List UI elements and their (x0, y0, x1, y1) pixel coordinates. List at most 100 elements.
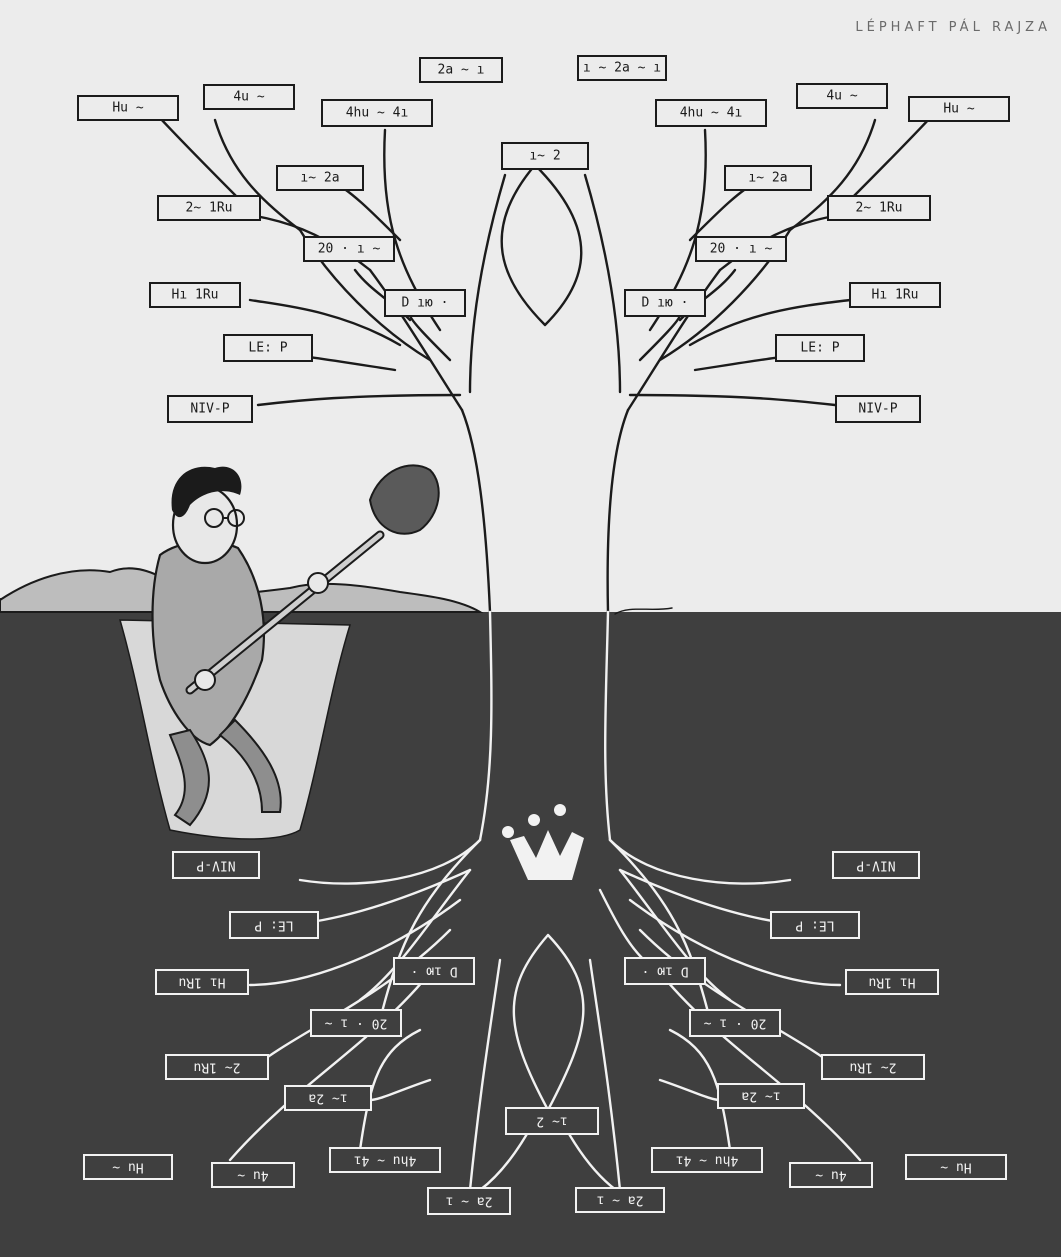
root-label-box: ı~ 2 (505, 1107, 599, 1135)
root-label-box: 4u ~ (789, 1162, 873, 1188)
canopy-label-text: 4u ~ (233, 90, 264, 105)
root-label-text: 4hu ~ 4ı (354, 1153, 417, 1168)
canopy-label-text: Hu ~ (112, 101, 143, 116)
canopy-label-box: 4hu ~ 4ı (321, 99, 433, 127)
root-label-text: Hı 1Ru (869, 975, 916, 990)
canopy-label-frame (695, 236, 787, 262)
canopy-label-box: ı ~ 2a ~ ı (577, 55, 667, 81)
canopy-label-text: Hı 1Ru (172, 288, 219, 303)
canopy-label-text: 4u ~ (826, 89, 857, 104)
canopy-label-frame (303, 236, 395, 262)
canopy-label-text: D ıю · (402, 296, 449, 311)
root-label-text: 4u ~ (237, 1168, 268, 1183)
canopy-label-frame (77, 95, 179, 121)
root-label-frame (211, 1162, 295, 1188)
root-label-box: 2~ 1Ru (165, 1054, 269, 1080)
canopy-label-text: LE: P (248, 341, 287, 356)
root-label-frame (689, 1009, 781, 1037)
root-label-frame (393, 957, 475, 985)
canopy-label-text: ı ~ 2a ~ ı (583, 61, 661, 76)
root-label-box: 20 · ı ~ (310, 1009, 402, 1037)
root-label-text: ı~ 2a (741, 1089, 780, 1104)
canopy-label-box: Hı 1Ru (149, 282, 241, 308)
canopy-label-text: LE: P (800, 341, 839, 356)
canopy-label-frame (276, 165, 364, 191)
canopy-label-text: 20 · ı ~ (710, 242, 773, 257)
canopy-label-box: 4u ~ (203, 84, 295, 110)
root-label-text: LE: P (795, 918, 834, 933)
canopy-label-frame (321, 99, 433, 127)
canopy-label-box: ı~ 2 (501, 142, 589, 170)
canopy-label-text: NIV-P (190, 402, 229, 417)
root-label-frame (165, 1054, 269, 1080)
canopy-label-box: NIV-P (835, 395, 921, 423)
canopy-label-frame (501, 142, 589, 170)
canopy-label-box: 20 · ı ~ (695, 236, 787, 262)
canopy-label-box: LE: P (775, 334, 865, 362)
root-label-box: 2a ~ ı (575, 1187, 665, 1213)
root-label-box: LE: P (770, 911, 860, 939)
root-branches (228, 610, 862, 1192)
canopy-label-text: Hı 1Ru (872, 288, 919, 303)
canopy-label-box: 2a ~ ı (419, 57, 503, 83)
root-label-text: Hu ~ (940, 1160, 971, 1175)
canopy-label-text: D ıю · (642, 296, 689, 311)
canopy-label-text: ı~ 2a (748, 171, 787, 186)
canopy-label-frame (157, 195, 261, 221)
root-label-frame (624, 957, 706, 985)
root-label-frame (172, 851, 260, 879)
root-label-text: 20 · ı ~ (704, 1016, 767, 1031)
canopy-label-box: LE: P (223, 334, 313, 362)
root-label-box: Hı 1Ru (845, 969, 939, 995)
canopy-label-text: ı~ 2a (300, 171, 339, 186)
root-label-text: 20 · ı ~ (325, 1016, 388, 1031)
root-label-text: Hı 1Ru (179, 975, 226, 990)
root-label-frame (651, 1147, 763, 1173)
figure-legs (168, 718, 282, 827)
root-label-frame (717, 1083, 805, 1109)
root-label-text: ı~ 2 (536, 1114, 567, 1129)
root-label-box: D ıю · (393, 957, 475, 985)
root-label-box: NIV-P (172, 851, 260, 879)
canopy-label-frame (835, 395, 921, 423)
root-label-text: 2a ~ ı (446, 1194, 493, 1209)
root-label-box: Hu ~ (83, 1154, 173, 1180)
root-label-box: ı~ 2a (717, 1083, 805, 1109)
root-label-box: Hu ~ (905, 1154, 1007, 1180)
root-label-box: NIV-P (832, 851, 920, 879)
canopy-label-box: NIV-P (167, 395, 253, 423)
canopy-label-frame (577, 55, 667, 81)
canopy-label-frame (167, 395, 253, 423)
canopy-label-frame (724, 165, 812, 191)
root-label-box: ı~ 2a (284, 1085, 372, 1111)
canopy-label-frame (223, 334, 313, 362)
artist-credit: LÉPHAFT PÁL RAJZA (855, 20, 1051, 35)
root-label-box: D ıю · (624, 957, 706, 985)
figure-hair (171, 466, 242, 518)
root-label-frame (229, 911, 319, 939)
root-label-frame (575, 1187, 665, 1213)
canopy-label-frame (655, 99, 767, 127)
canopy-label-box: 20 · ı ~ (303, 236, 395, 262)
canopy-label-box: D ıю · (384, 289, 466, 317)
root-label-frame (845, 969, 939, 995)
canopy-label-text: 20 · ı ~ (318, 242, 381, 257)
canopy-label-box: Hu ~ (77, 95, 179, 121)
root-label-frame (155, 969, 249, 995)
canopy-label-box: 2~ 1Ru (827, 195, 931, 221)
canopy-label-text: NIV-P (858, 402, 897, 417)
crown-icon (502, 804, 584, 880)
canopy-label-box: ı~ 2a (724, 165, 812, 191)
root-label-frame (310, 1009, 402, 1037)
root-label-frame (832, 851, 920, 879)
canopy-label-text: 2a ~ ı (438, 63, 485, 78)
canopy-label-frame (384, 289, 466, 317)
root-label-text: D ıю · (642, 964, 689, 979)
canopy-label-frame (796, 83, 888, 109)
figure-body (151, 540, 265, 747)
root-label-box: 4u ~ (211, 1162, 295, 1188)
root-label-text: 2~ 1Ru (850, 1060, 897, 1075)
root-label-frame (905, 1154, 1007, 1180)
